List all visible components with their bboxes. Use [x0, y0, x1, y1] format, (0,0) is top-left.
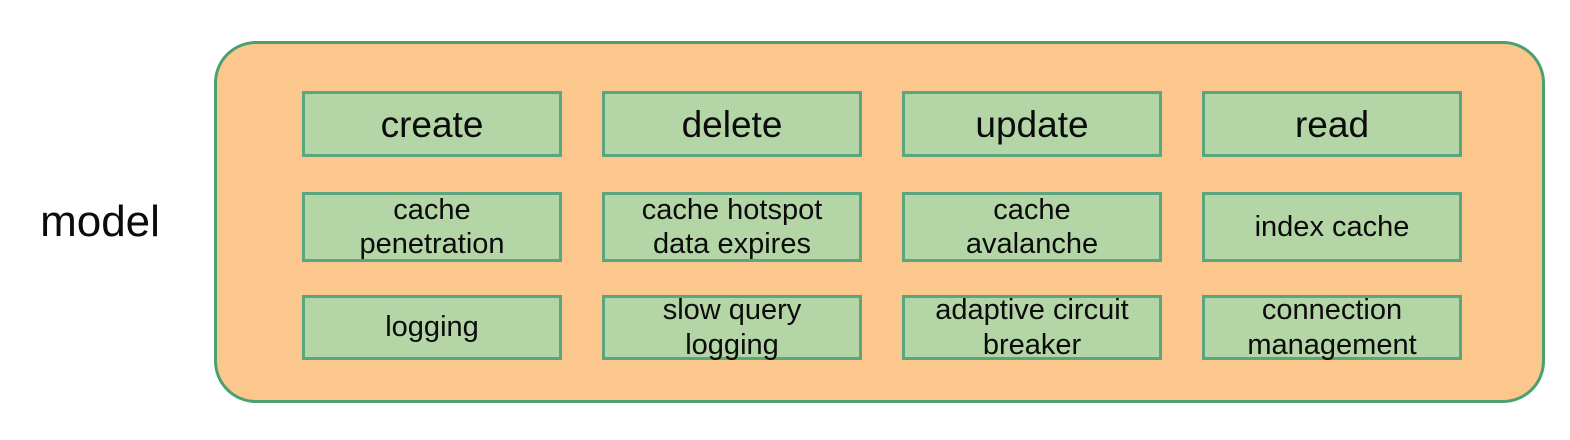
- node-index-cache-label: index cache: [1254, 210, 1410, 243]
- node-read-label: read: [1294, 103, 1370, 145]
- node-index-cache[interactable]: index cache: [1202, 192, 1462, 262]
- node-cache-hotspot-data-expires[interactable]: cache hotspot data expires: [602, 192, 862, 262]
- node-connection-management-label: connection management: [1247, 294, 1417, 361]
- node-read[interactable]: read: [1202, 91, 1462, 157]
- node-logging[interactable]: logging: [302, 295, 562, 360]
- node-delete-label: delete: [681, 103, 783, 145]
- node-connection-management[interactable]: connection management: [1202, 294, 1462, 361]
- node-cache-hotspot-data-expires-label: cache hotspot data expires: [641, 193, 823, 260]
- node-row-operations: create delete update read: [302, 91, 1462, 157]
- node-slow-query-logging-label: slow query logging: [662, 294, 802, 361]
- node-cache-avalanche-label: cache avalanche: [965, 193, 1099, 260]
- node-cache-avalanche[interactable]: cache avalanche: [902, 192, 1162, 262]
- node-cache-penetration[interactable]: cache penetration: [302, 192, 562, 262]
- node-logging-label: logging: [385, 311, 479, 344]
- node-cache-penetration-label: cache penetration: [359, 193, 505, 260]
- node-create[interactable]: create: [302, 91, 562, 157]
- node-slow-query-logging[interactable]: slow query logging: [602, 294, 862, 361]
- node-update-label: update: [975, 103, 1089, 145]
- node-adaptive-circuit-breaker[interactable]: adaptive circuit breaker: [902, 294, 1162, 361]
- node-row-reliability-concerns: logging slow query logging adaptive circ…: [302, 294, 1462, 361]
- node-adaptive-circuit-breaker-label: adaptive circuit breaker: [935, 294, 1129, 361]
- node-update[interactable]: update: [902, 91, 1162, 157]
- node-row-cache-concerns: cache penetration cache hotspot data exp…: [302, 192, 1462, 262]
- node-create-label: create: [380, 103, 484, 145]
- model-group-label: model: [40, 197, 160, 246]
- node-delete[interactable]: delete: [602, 91, 862, 157]
- model-group-container: create delete update read cache penetrat…: [214, 41, 1545, 403]
